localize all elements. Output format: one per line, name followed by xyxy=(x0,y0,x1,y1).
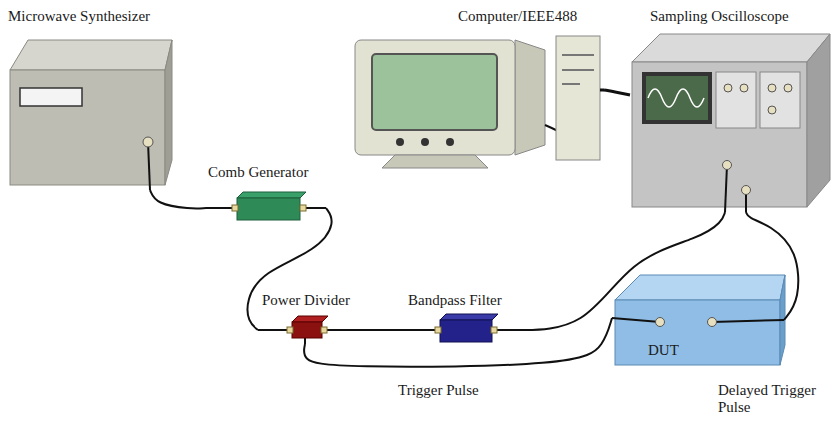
scope-jack xyxy=(740,84,748,92)
divider-connector xyxy=(321,327,327,333)
scope-jack xyxy=(768,106,776,114)
cable-stub xyxy=(304,207,326,209)
dut-drawing xyxy=(612,275,785,365)
cable xyxy=(354,329,405,331)
drive-slot xyxy=(562,83,580,85)
cable-stub xyxy=(495,329,513,331)
monitor-side xyxy=(515,40,545,155)
comb-front xyxy=(237,198,300,220)
sine-trace xyxy=(648,89,704,107)
cable-stub xyxy=(725,165,727,212)
power-divider-drawing xyxy=(258,316,354,344)
cable xyxy=(513,212,725,330)
filter-top xyxy=(440,314,498,320)
cable-stub xyxy=(148,142,150,190)
cable-stub xyxy=(405,329,437,331)
filter-connector xyxy=(435,327,441,333)
drive-slot xyxy=(562,69,594,71)
monitor-knob xyxy=(396,138,404,146)
scope-screen xyxy=(646,76,708,120)
divider-front xyxy=(292,322,322,338)
tower-body xyxy=(556,36,600,160)
equipment-label: Power Divider xyxy=(262,292,350,309)
monitor-body xyxy=(355,40,515,155)
cable xyxy=(304,318,612,367)
filter-front xyxy=(440,320,492,342)
scope-side xyxy=(807,34,830,207)
synth-display xyxy=(20,88,82,106)
cable xyxy=(746,212,798,320)
monitor-screen xyxy=(372,54,497,130)
dut-top xyxy=(615,275,785,300)
synth-top xyxy=(10,40,172,70)
scope-top xyxy=(632,34,830,62)
equipment-node: Microwave Synthesizer xyxy=(6,6,176,190)
bandpass-filter-drawing xyxy=(405,314,513,342)
equipment-label: Comb Generator xyxy=(208,164,308,181)
equipment-node: Computer/IEEE488 xyxy=(352,6,604,172)
divider-top xyxy=(292,316,328,322)
equipment-node: Sampling Oscilloscope xyxy=(630,6,830,212)
cable xyxy=(248,208,332,330)
cable-stub xyxy=(600,89,604,92)
equipment-node: Bandpass Filter xyxy=(405,290,513,346)
cable xyxy=(150,190,206,208)
scope-jack xyxy=(742,186,751,195)
scope-front xyxy=(632,62,807,207)
dut-jack xyxy=(708,318,717,327)
scope-jack xyxy=(723,161,732,170)
equipment-label: DUT xyxy=(648,342,679,359)
equipment-label: Bandpass Filter xyxy=(408,292,502,309)
monitor-knob xyxy=(421,138,429,146)
scope-bezel xyxy=(642,72,712,124)
cable-stub xyxy=(712,320,784,322)
divider-connector xyxy=(287,327,293,333)
equipment-node: DUT xyxy=(612,272,784,368)
signal-label: Delayed Trigger Pulse xyxy=(716,382,832,416)
comb-top xyxy=(237,192,306,198)
filter-connector xyxy=(491,327,497,333)
oscilloscope-drawing xyxy=(632,34,830,212)
synth-front xyxy=(10,70,165,185)
scope-module xyxy=(760,72,800,128)
equipment-label: Sampling Oscilloscope xyxy=(650,8,789,25)
cable xyxy=(604,90,630,95)
cable-stub xyxy=(304,338,306,344)
scope-jack xyxy=(724,84,732,92)
signal-label: Trigger Pulse xyxy=(396,382,530,399)
synth-side xyxy=(165,40,172,185)
equipment-label: Computer/IEEE488 xyxy=(458,8,577,25)
cable-stub xyxy=(258,329,290,331)
monitor-knob xyxy=(446,138,454,146)
synth-jack xyxy=(143,137,153,147)
monitor-stand xyxy=(382,155,488,168)
equipment-node: Comb Generator xyxy=(206,162,326,224)
cable-stub xyxy=(206,207,233,209)
comb-connector xyxy=(232,205,238,211)
equipment-label: Microwave Synthesizer xyxy=(8,8,150,25)
cable-stub xyxy=(326,329,354,331)
synthesizer-drawing xyxy=(10,40,172,190)
scope-jack xyxy=(784,84,792,92)
cable-stub xyxy=(612,318,660,322)
dut-jack xyxy=(656,318,665,327)
comb-generator-drawing xyxy=(206,192,326,220)
equipment-node: Power Divider xyxy=(258,290,354,344)
computer-drawing xyxy=(355,36,604,168)
comb-connector xyxy=(300,205,306,211)
scope-jack xyxy=(768,84,776,92)
scope-module xyxy=(716,72,756,128)
drive-slot xyxy=(562,54,594,56)
dut-front xyxy=(615,300,780,365)
